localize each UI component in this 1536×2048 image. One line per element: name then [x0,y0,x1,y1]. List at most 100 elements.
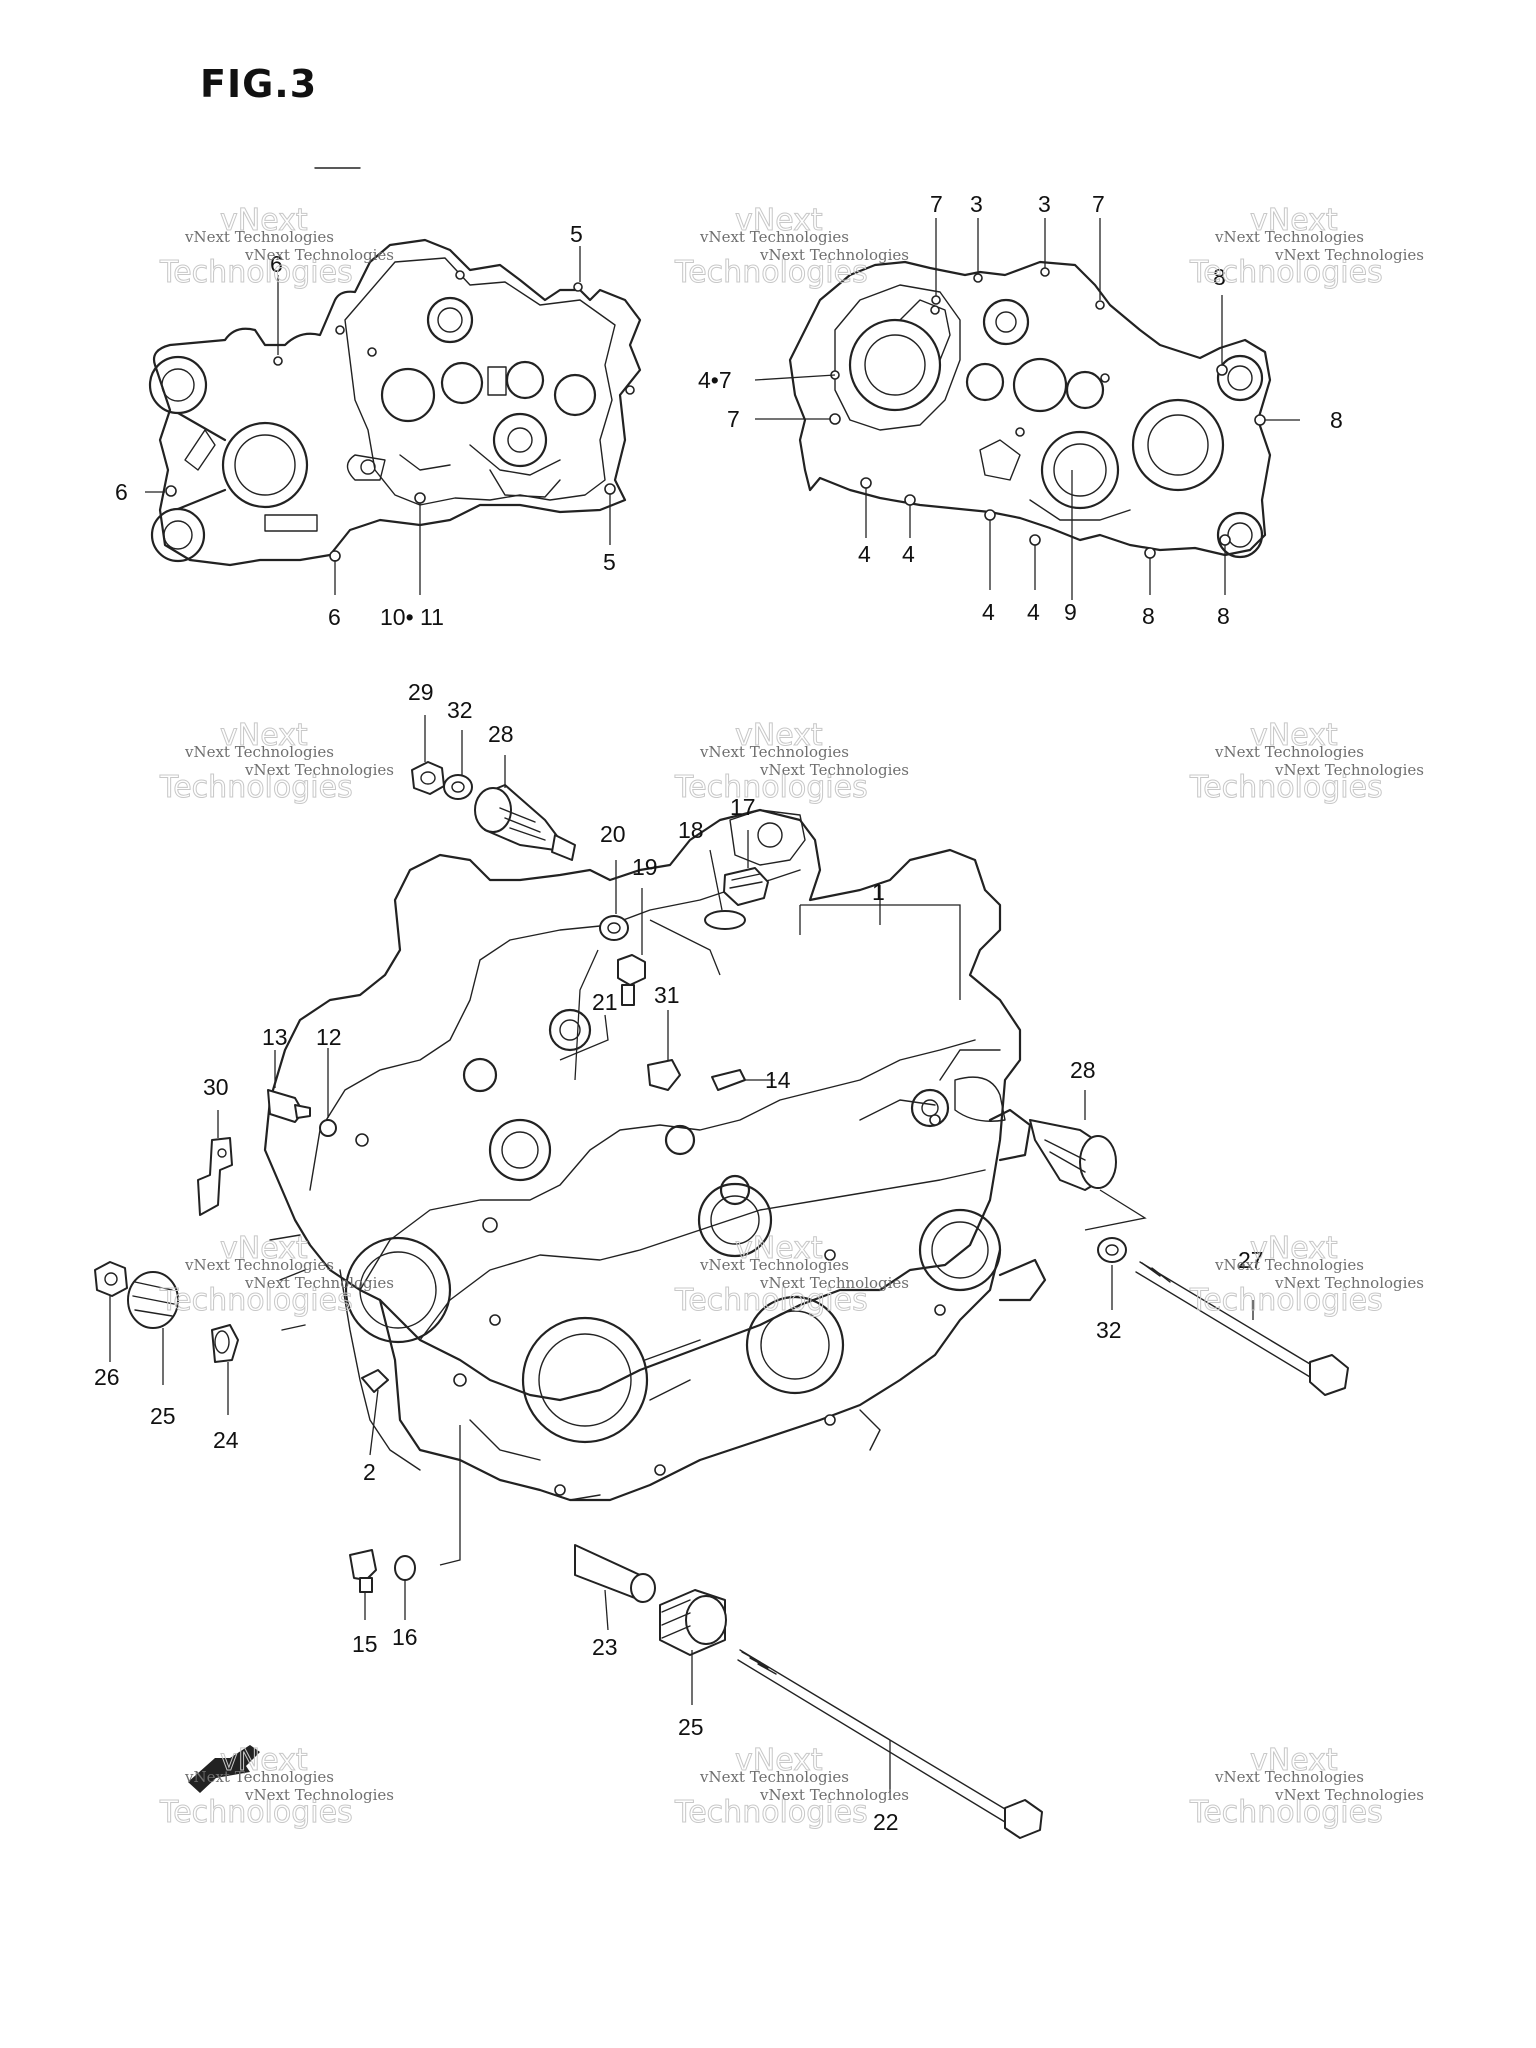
callout-28: 28 [1070,1057,1096,1083]
watermark: vNext vNext Technologies Technologies vN… [159,1743,395,1831]
callout-6: 6 [270,251,283,277]
callout-30: 30 [203,1074,229,1100]
svg-text:Technologies: Technologies [1189,255,1383,290]
figure-title: FIG.3 [200,62,318,106]
part-23-sleeve [574,1544,656,1603]
callout-21: 21 [592,989,618,1015]
callout-8: 8 [1213,264,1226,290]
watermark: vNext vNext Technologies Technologies vN… [1189,1743,1425,1831]
callout-3: 3 [970,191,983,217]
part-19-bolt [617,954,646,1006]
part-13-switch [267,1089,311,1123]
svg-text:vNext Technologies: vNext Technologies [1214,228,1364,246]
svg-text:vNext: vNext [735,1743,823,1778]
part-28-bushing-upper [474,784,576,861]
part-27-long-bolt [1135,1261,1349,1396]
upper-leader-lines [145,218,1300,600]
watermark: vNext vNext Technologies Technologies vN… [674,1743,910,1831]
part-28-bushing-right [1029,1119,1117,1191]
callout-13: 13 [262,1024,288,1050]
svg-text:Technologies: Technologies [159,255,353,290]
svg-text:vNext: vNext [1250,718,1338,753]
part-25-bushing-lower [659,1589,727,1656]
svg-text:vNext Technologies: vNext Technologies [184,1768,334,1786]
svg-text:vNext Technologies: vNext Technologies [1274,246,1424,264]
part-2-dowel [361,1369,389,1393]
watermarks: vNext vNext Technologies Technologies vN… [159,203,1425,1831]
svg-text:vNext Technologies: vNext Technologies [759,1786,909,1804]
callout-6: 6 [328,604,341,630]
svg-text:vNext Technologies: vNext Technologies [1274,1274,1424,1292]
callout-4: 4 [902,541,915,567]
watermark: vNext vNext Technologies Technologies vN… [674,1231,910,1319]
svg-text:vNext: vNext [735,1231,823,1266]
svg-text:vNext Technologies: vNext Technologies [759,246,909,264]
part-15-drain-plug [349,1549,377,1593]
svg-text:vNext: vNext [1250,1231,1338,1266]
svg-text:vNext: vNext [1250,203,1338,238]
callout-32: 32 [1096,1317,1122,1343]
watermark: vNext vNext Technologies Technologies vN… [1189,718,1425,806]
callout-7: 7 [930,191,943,217]
part-30-bracket [197,1137,233,1216]
callout-14: 14 [765,1067,791,1093]
watermark: vNext vNext Technologies Technologies vN… [1189,1231,1425,1319]
callout-26: 26 [94,1364,120,1390]
callout-25: 25 [150,1403,176,1429]
main-leader-lines [109,715,1254,1800]
part-29-nut [411,761,445,795]
svg-text:vNext: vNext [220,203,308,238]
callout-4: 4 [1027,599,1040,625]
watermark: vNext vNext Technologies Technologies vN… [159,718,395,806]
callout-4: 4 [982,599,995,625]
callout-8: 8 [1330,407,1343,433]
watermark: vNext vNext Technologies Technologies vN… [1189,203,1425,291]
callout-25: 25 [678,1714,704,1740]
part-32-washer-upper [443,774,473,800]
svg-text:vNext Technologies: vNext Technologies [184,228,334,246]
callout-28: 28 [488,721,514,747]
callout-labels: 6 5 6 6 10• 11 5 7 3 3 7 8 8 4•7 7 4 4 4… [94,191,1343,1835]
watermark: vNext vNext Technologies Technologies vN… [674,718,910,806]
part-22-long-bolt [737,1649,1043,1839]
part-32-washer-right [1097,1237,1127,1263]
callout-1: 1 [872,879,885,905]
watermark: vNext vNext Technologies Technologies vN… [159,1231,395,1319]
callout-22: 22 [873,1809,899,1835]
svg-text:Technologies: Technologies [159,770,353,805]
part-17-plug [723,867,769,906]
svg-text:Technologies: Technologies [674,1795,868,1830]
callout-27: 27 [1238,1247,1264,1273]
callout-17: 17 [730,794,756,820]
svg-text:vNext Technologies: vNext Technologies [184,743,334,761]
callout-3: 3 [1038,191,1051,217]
svg-text:vNext Technologies: vNext Technologies [699,1256,849,1274]
left-crankcase-half-illustration [148,238,642,567]
svg-text:Technologies: Technologies [1189,1283,1383,1318]
svg-text:vNext: vNext [220,718,308,753]
svg-text:vNext Technologies: vNext Technologies [244,1786,394,1804]
svg-text:vNext Technologies: vNext Technologies [759,761,909,779]
svg-text:Technologies: Technologies [1189,1795,1383,1830]
svg-text:vNext Technologies: vNext Technologies [244,246,394,264]
callout-29: 29 [408,679,434,705]
forward-direction-arrow-icon [188,1745,260,1793]
svg-text:Technologies: Technologies [159,1795,353,1830]
main-crankcase-illustration [263,808,1047,1502]
svg-text:vNext Technologies: vNext Technologies [244,1274,394,1292]
svg-text:vNext Technologies: vNext Technologies [1274,761,1424,779]
callout-23: 23 [592,1634,618,1660]
part-31-fitting [647,1059,681,1091]
svg-text:Technologies: Technologies [1189,770,1383,805]
svg-text:Technologies: Technologies [674,1283,868,1318]
callout-20: 20 [600,821,626,847]
part-20-washer [599,915,629,941]
right-crankcase-half-illustration [788,260,1272,559]
part-24-collar [211,1324,239,1363]
part-26-nut [94,1261,128,1297]
part-18-oring [704,910,746,930]
svg-text:vNext Technologies: vNext Technologies [1274,1786,1424,1804]
callout-7: 7 [1092,191,1105,217]
